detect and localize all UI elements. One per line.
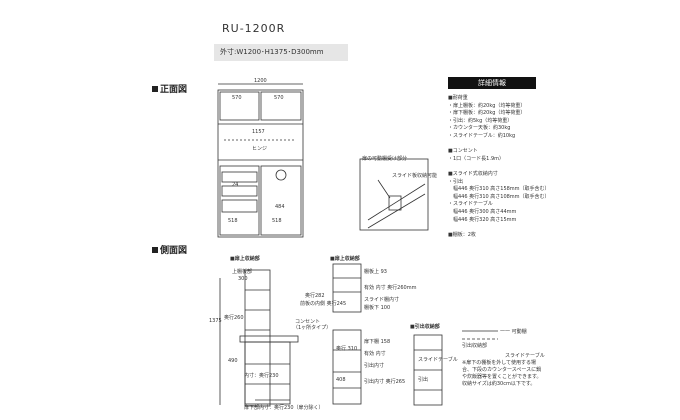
spec-line: 幅446 奥行310 高さ108mm（取手含む） [448,193,550,200]
outlet-icon [275,169,287,181]
legend-shelf: 一一 可動棚 [500,329,527,335]
shelf-note: 有効 内寸 奥行260mm [364,285,417,291]
spec-line [448,224,548,232]
side-height-label: 1375 [209,318,222,324]
spec-line: ・扉上棚板：約20kg（均等荷重） [448,102,526,109]
spec-line: ・カウンター天板：約30kg [448,125,511,132]
spec-line: ・1口（コード長1.9m） [448,155,505,162]
spec-line: ■棚板：2枚 [448,231,476,238]
legend-table: スライドテーブル [505,353,545,359]
lower-note: 引出内寸 [364,363,385,369]
bullet-square-icon [152,247,158,253]
lower-mid-width: 484 [275,204,285,210]
footnote: ※扉下の棚板を外して使用する場合、下段のカウンタースペースに鍋や炊飯器等を置くこ… [462,360,542,387]
legend-drawer: 引出収納部 [462,343,488,349]
lower-right-width: 518 [272,218,282,224]
dimensions-bar: 外寸:W1200･H1375･D300mm [214,44,348,61]
mid-width: 1157 [252,129,265,135]
drawer-note: 引出 [418,377,429,383]
drawer-section-label: ■引出収納部 [410,324,440,330]
model-number: RU-1200R [222,22,286,35]
lower-note: 引出内寸 奥行265 [364,379,406,385]
side-view-heading: 側面図 [152,243,187,256]
upper-right-width: 570 [274,95,284,101]
detail-box [359,158,429,231]
spec-line: ■スライド式収納内寸 [448,170,498,177]
outlet-note: （1ヶ所タイプ） [293,325,332,331]
mid-depth-label: 奥行260 [224,315,244,321]
upper-left-width: 570 [232,95,242,101]
spec-line: ■耐荷重 [448,95,468,101]
lower-section-box [332,329,362,405]
shelf-note: 前板の内側 奥行245 [300,301,347,307]
lower-left-door [219,165,260,236]
front-width-label: 1200 [254,78,267,84]
bullet-square-icon [152,86,158,92]
front-view-heading: 正面図 [152,82,187,95]
lower-left-width: 518 [228,218,238,224]
outlet-label: コンセント [295,319,321,325]
lower-note: 有効 内寸 [364,351,386,357]
door-section-label: ■扉上収納部 [230,256,260,262]
spec-list: ■耐荷重 ・扉上棚板：約20kg（均等荷重） ・扉下棚板：約20kg（均等荷重）… [448,95,550,239]
front-cabinet-outline [217,89,304,238]
bottom-note: 扉下部内寸：奥行230（扉分除く） [244,405,324,411]
shelf-note: 棚板下 100 [364,305,391,311]
lower-note: 扉下棚 158 [364,339,391,345]
hinge-label: ヒンジ [252,146,268,152]
spec-line: 幅446 奥行300 高さ44mm [448,208,517,215]
bottom-depth-label: 内寸：奥行230 [244,373,279,379]
spec-line: 幅446 奥行320 高さ15mm [448,216,517,223]
upper-right-door [260,91,302,121]
detail-callout: スライド板収納可能 [392,173,438,179]
spec-title: 詳細情報 [448,77,536,89]
spec-line: ・扉下棚板：約20kg（均等荷重） [448,110,526,117]
spec-line: ・引出：約5kg（均等荷重） [448,117,513,124]
spec-line [448,163,548,171]
shelf-note: 棚板上 93 [364,269,387,275]
lower-height-label: 490 [228,358,238,364]
shelf-note: スライド棚内寸 [364,297,400,303]
spec-line: 幅446 奥行310 高さ158mm（取手含む） [448,186,550,193]
lower-side-label: 奥行 310 [336,346,358,352]
side-cabinet-outline [244,269,271,407]
drawer-note: スライドテーブル [418,357,458,363]
top-depth-label: 300 [238,276,248,282]
lower-right-door [260,165,302,236]
shelf-section-label: ■扉上収納部 [330,256,360,262]
top-shelf-label: 上棚板部 [232,269,253,275]
detail-caption: 扉の可動棚受け部分 [362,156,408,162]
lower-side-label: 408 [336,377,346,383]
spec-line [448,141,548,149]
upper-left-door [219,91,260,121]
spec-line: ・スライドテーブル：約10kg [448,132,516,139]
spec-line: ・スライドテーブル [448,201,493,208]
spec-line: ・引出 [448,178,464,185]
spec-line: ■コンセント [448,148,478,155]
shelf-section-box [332,263,362,313]
lower-height: 24 [232,182,239,188]
shelf-note: 奥行282 [305,293,325,299]
